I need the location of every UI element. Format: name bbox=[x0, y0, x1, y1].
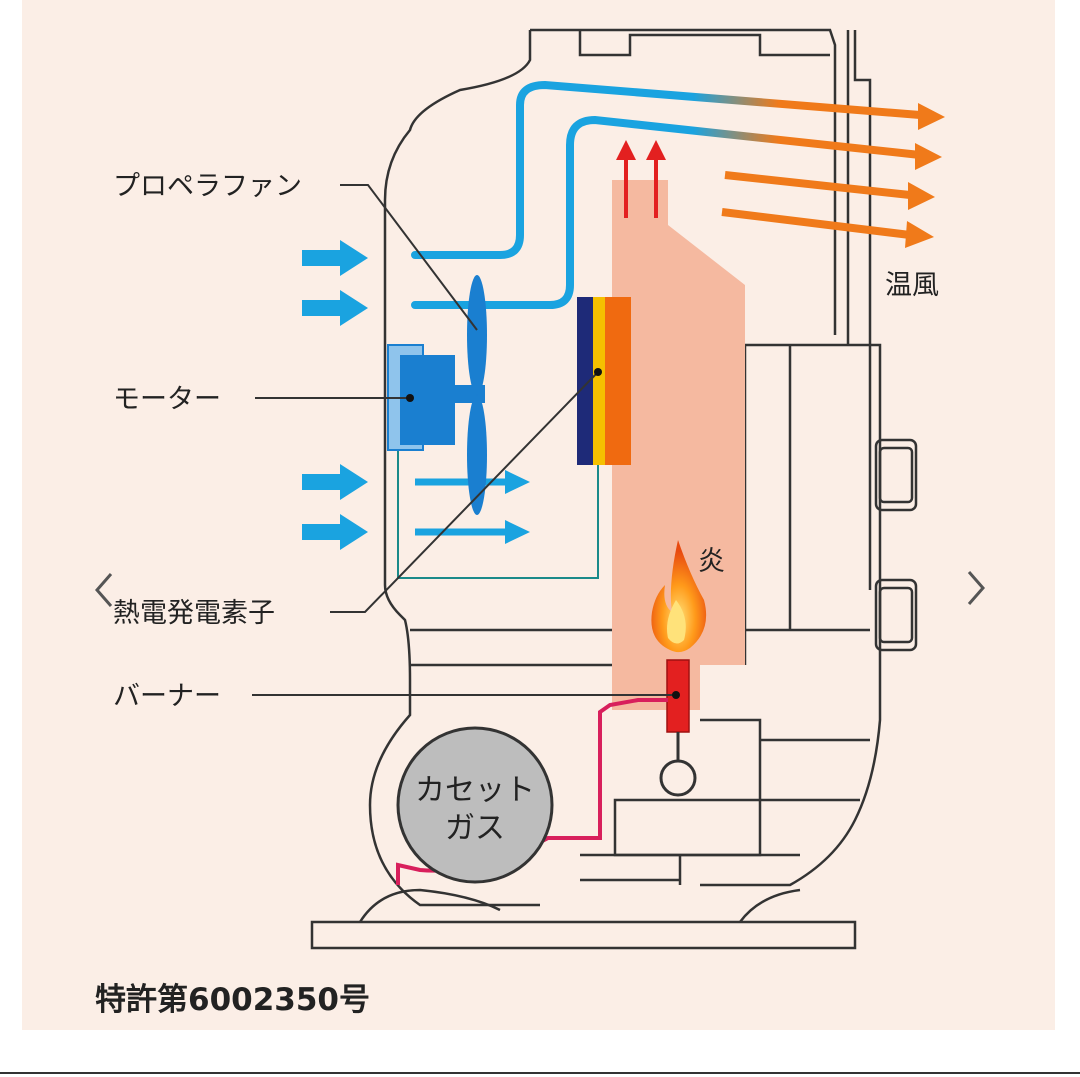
label-warm-air: 温風 bbox=[885, 270, 939, 301]
heat-rise-arrows bbox=[616, 140, 666, 218]
leader-lines bbox=[252, 184, 680, 699]
intake-air-arrows bbox=[302, 240, 368, 550]
patent-number: 特許第6002350号 bbox=[95, 982, 370, 1018]
label-flame: 炎 bbox=[698, 546, 725, 577]
prev-slide-button[interactable] bbox=[84, 560, 124, 620]
thermoelectric-wiring bbox=[397, 440, 599, 579]
warm-air-arrowheads bbox=[721, 103, 945, 248]
next-slide-button[interactable] bbox=[956, 558, 996, 618]
flame bbox=[651, 540, 707, 653]
combustion-chamber bbox=[612, 180, 745, 710]
diagram-background bbox=[22, 0, 1055, 1030]
bottom-divider bbox=[0, 1072, 1080, 1074]
chevron-left-icon bbox=[95, 573, 113, 607]
label-motor: モーター bbox=[113, 384, 221, 415]
label-burner: バーナー bbox=[113, 681, 221, 712]
label-propeller-fan: プロペラファン bbox=[113, 171, 302, 202]
thermoelectric-element bbox=[577, 297, 631, 465]
internal-air-arrows bbox=[415, 470, 530, 544]
chevron-right-icon bbox=[967, 571, 985, 605]
warm-air-flow bbox=[411, 80, 924, 309]
label-gas-line2: ガス bbox=[445, 811, 505, 846]
label-thermoelectric: 熱電発電素子 bbox=[113, 598, 275, 629]
propeller-fan bbox=[467, 275, 487, 515]
label-gas-line1: カセット bbox=[415, 773, 535, 808]
gas-canister bbox=[396, 726, 554, 884]
